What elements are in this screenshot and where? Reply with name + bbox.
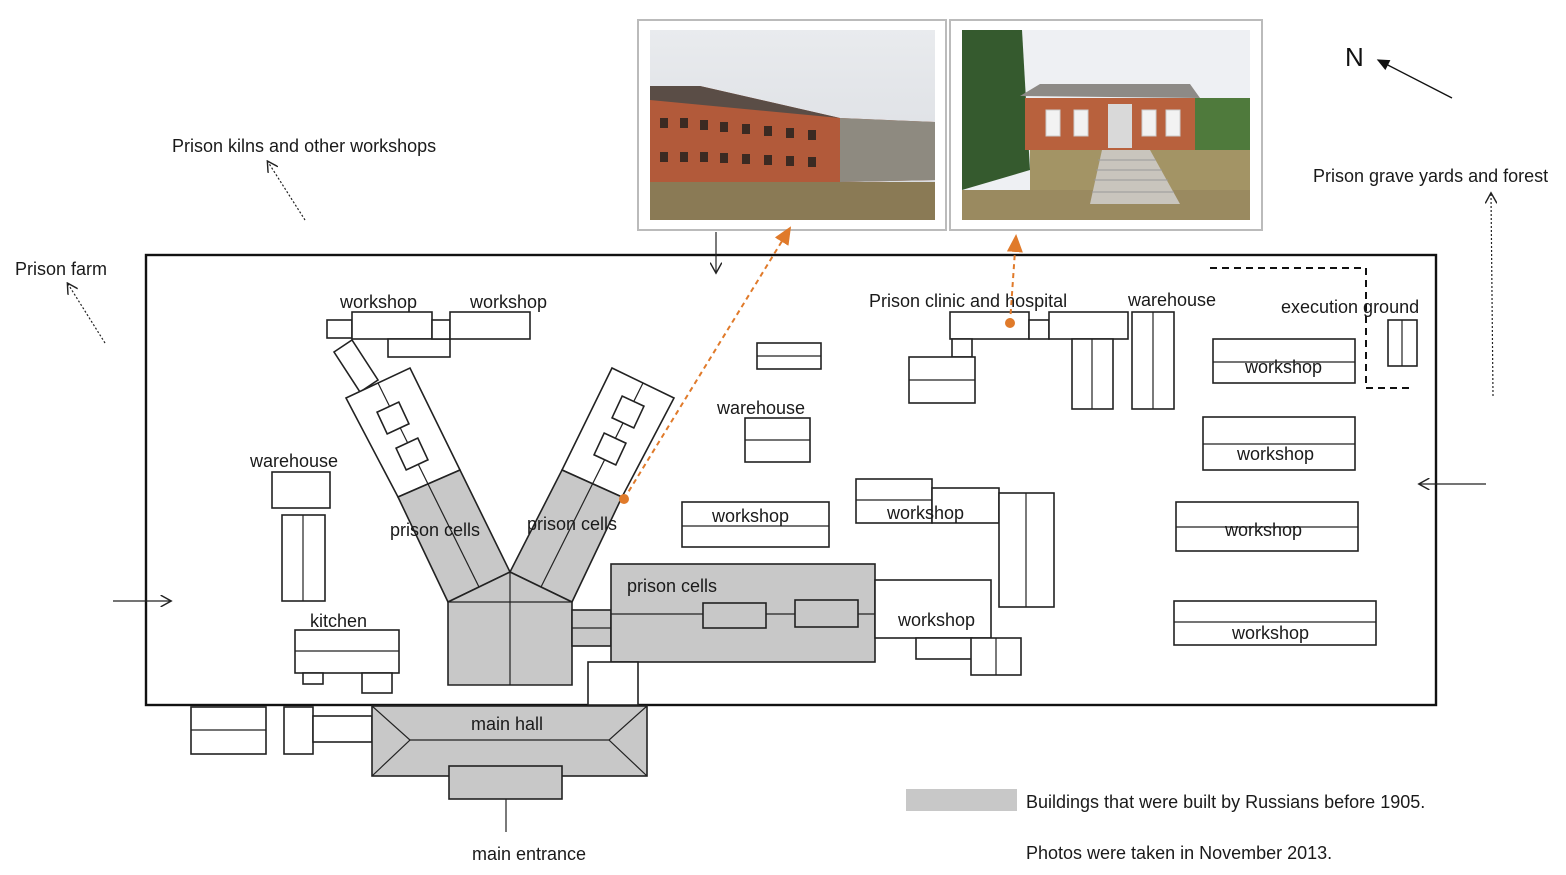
workshop-label: workshop bbox=[1224, 520, 1302, 540]
clinic-label: Prison clinic and hospital bbox=[869, 291, 1067, 311]
cell-block-icon bbox=[394, 436, 430, 472]
workshop-building bbox=[874, 579, 992, 639]
kitchen-label: kitchen bbox=[310, 611, 367, 631]
cell-inner-block bbox=[702, 602, 767, 629]
cell-inner-block bbox=[794, 599, 859, 628]
warehouse-label: warehouse bbox=[716, 398, 805, 418]
annex-building bbox=[951, 338, 973, 358]
farm-arrow-icon bbox=[68, 284, 106, 344]
cell-block-icon bbox=[375, 400, 411, 436]
workshop-label: workshop bbox=[886, 503, 964, 523]
legend-swatch bbox=[906, 789, 1017, 811]
workshop-building bbox=[855, 478, 933, 524]
workshop-building bbox=[351, 311, 433, 340]
execution-label: execution ground bbox=[1281, 297, 1419, 317]
main-hall-building bbox=[371, 705, 648, 777]
clinic-building bbox=[949, 311, 1030, 340]
annex-building bbox=[332, 338, 380, 394]
kilns-arrow-icon bbox=[268, 162, 306, 221]
workshop-building bbox=[681, 501, 830, 548]
clinic-building bbox=[1048, 311, 1129, 340]
workshop-label: workshop bbox=[1244, 357, 1322, 377]
photo-cell-block bbox=[637, 19, 947, 231]
cell-block-icon bbox=[610, 394, 646, 430]
annex-building bbox=[587, 661, 639, 706]
workshop-label: workshop bbox=[897, 610, 975, 630]
photo-pointer-line bbox=[623, 226, 792, 500]
annex-building bbox=[915, 637, 973, 660]
kilns-label: Prison kilns and other workshops bbox=[172, 136, 436, 156]
annex-building bbox=[1028, 319, 1050, 340]
prison-cells-label: prison cells bbox=[627, 576, 717, 596]
workshop-label: workshop bbox=[469, 292, 547, 312]
workshop-label: workshop bbox=[1231, 623, 1309, 643]
workshop-building bbox=[931, 487, 1000, 524]
north-label: N bbox=[1345, 42, 1364, 72]
warehouse-label: warehouse bbox=[1127, 290, 1216, 310]
workshop-building bbox=[449, 311, 531, 340]
cell-block-icon bbox=[592, 431, 628, 467]
warehouse-building bbox=[271, 471, 331, 509]
photo-clinic-building bbox=[949, 19, 1263, 231]
main-hall-label: main hall bbox=[471, 714, 543, 734]
north-arrow-icon bbox=[1376, 59, 1453, 99]
graveyards-arrow-icon bbox=[1491, 194, 1493, 397]
prison-cells-label: prison cells bbox=[390, 520, 480, 540]
workshop-building bbox=[1212, 338, 1356, 384]
legend-russian-label: Buildings that were built by Russians be… bbox=[1026, 792, 1425, 812]
workshop-building bbox=[1173, 600, 1377, 646]
workshop-label: workshop bbox=[339, 292, 417, 312]
workshop-label: workshop bbox=[1236, 444, 1314, 464]
execution-ground-fence bbox=[1210, 267, 1414, 389]
graveyards-label: Prison grave yards and forest bbox=[1313, 166, 1548, 186]
annex-building bbox=[361, 672, 393, 694]
prison-cells-label: prison cells bbox=[527, 514, 617, 534]
annex-building bbox=[326, 319, 353, 339]
connector-corridor bbox=[312, 715, 373, 743]
annex-building bbox=[302, 672, 324, 685]
annex-building bbox=[431, 319, 451, 340]
gatehouse-building bbox=[283, 706, 314, 755]
entrance-porch bbox=[448, 765, 563, 800]
workshop-label: workshop bbox=[711, 506, 789, 526]
annex-building bbox=[387, 338, 451, 358]
photo-pointer-line bbox=[1006, 234, 1023, 324]
warehouse-label: warehouse bbox=[249, 451, 338, 471]
farm-label: Prison farm bbox=[15, 259, 107, 279]
compound-wall bbox=[144, 253, 1438, 707]
main-entrance-label: main entrance bbox=[472, 844, 586, 864]
photos-note-label: Photos were taken in November 2013. bbox=[1026, 843, 1332, 863]
